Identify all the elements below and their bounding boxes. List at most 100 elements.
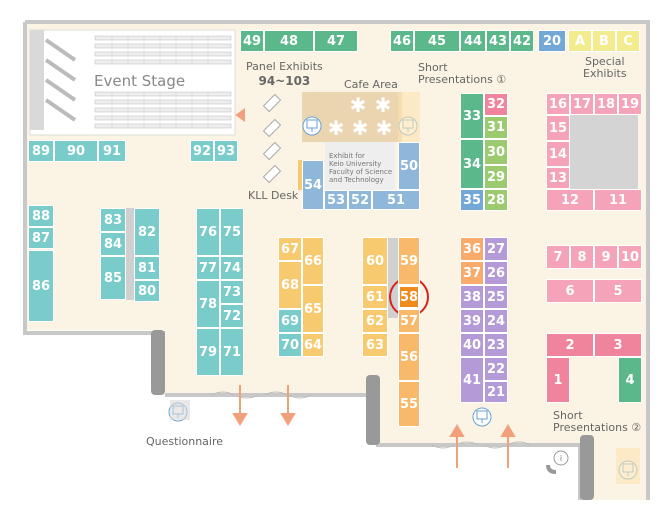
booth-B[interactable]: B (592, 30, 616, 52)
booth-33[interactable]: 33 (460, 93, 484, 139)
booth-13[interactable]: 13 (546, 167, 570, 189)
booth-54[interactable]: 54 (302, 160, 324, 210)
booth-15[interactable]: 15 (546, 115, 570, 141)
booth-82[interactable]: 82 (134, 208, 160, 256)
booth-31[interactable]: 31 (484, 116, 508, 139)
booth-20[interactable]: 20 (538, 30, 566, 52)
booth-88[interactable]: 88 (28, 205, 54, 227)
booth-48[interactable]: 48 (264, 30, 314, 52)
booth-70[interactable]: 70 (278, 333, 302, 357)
booth-71[interactable]: 71 (220, 328, 244, 376)
booth-5[interactable]: 5 (594, 279, 642, 303)
booth-9[interactable]: 9 (594, 245, 618, 269)
booth-89[interactable]: 89 (28, 140, 54, 162)
booth-7[interactable]: 7 (546, 245, 570, 269)
booth-35[interactable]: 35 (460, 189, 484, 211)
booth-51[interactable]: 51 (372, 190, 420, 210)
booth-75[interactable]: 75 (220, 208, 244, 256)
booth-42[interactable]: 42 (510, 30, 534, 52)
booth-41[interactable]: 41 (460, 357, 484, 403)
panel-exhibits-line1: Panel Exhibits (246, 60, 323, 73)
booth-92[interactable]: 92 (190, 140, 214, 162)
booth-83[interactable]: 83 (100, 208, 126, 232)
booth-58[interactable]: 58 (398, 285, 420, 309)
booth-28[interactable]: 28 (484, 189, 508, 211)
booth-25[interactable]: 25 (484, 285, 508, 309)
booth-26[interactable]: 26 (484, 261, 508, 285)
booth-55[interactable]: 55 (398, 381, 420, 427)
booth-16[interactable]: 16 (546, 93, 570, 115)
booth-38[interactable]: 38 (460, 285, 484, 309)
booth-79[interactable]: 79 (196, 328, 220, 376)
booth-14[interactable]: 14 (546, 141, 570, 167)
booth-22[interactable]: 22 (484, 357, 508, 381)
booth-49[interactable]: 49 (240, 30, 264, 52)
booth-C[interactable]: C (616, 30, 640, 52)
booth-44[interactable]: 44 (460, 30, 486, 52)
booth-32[interactable]: 32 (484, 93, 508, 116)
special-exhibits-label: Special Exhibits (583, 56, 627, 80)
booth-4[interactable]: 4 (618, 357, 642, 403)
booth-86[interactable]: 86 (28, 250, 54, 322)
booth-84[interactable]: 84 (100, 232, 126, 256)
booth-17[interactable]: 17 (570, 93, 594, 115)
booth-24[interactable]: 24 (484, 309, 508, 333)
booth-18[interactable]: 18 (594, 93, 618, 115)
booth-93[interactable]: 93 (214, 140, 238, 162)
booth-50[interactable]: 50 (398, 142, 420, 190)
booth-52[interactable]: 52 (348, 190, 372, 210)
booth-73[interactable]: 73 (220, 280, 244, 304)
booth-91[interactable]: 91 (98, 140, 126, 162)
booth-45[interactable]: 45 (414, 30, 460, 52)
booth-23[interactable]: 23 (484, 333, 508, 357)
booth-69[interactable]: 69 (278, 309, 302, 333)
booth-39[interactable]: 39 (460, 309, 484, 333)
booth-62[interactable]: 62 (362, 309, 388, 333)
booth-34[interactable]: 34 (460, 139, 484, 189)
booth-65[interactable]: 65 (302, 285, 324, 333)
booth-78[interactable]: 78 (196, 280, 220, 328)
booth-A[interactable]: A (568, 30, 592, 52)
booth-46[interactable]: 46 (390, 30, 414, 52)
booth-30[interactable]: 30 (484, 139, 508, 165)
booth-29[interactable]: 29 (484, 165, 508, 189)
booth-81[interactable]: 81 (134, 256, 160, 280)
booth-64[interactable]: 64 (302, 333, 324, 357)
booth-74[interactable]: 74 (220, 256, 244, 280)
booth-43[interactable]: 43 (486, 30, 510, 52)
booth-3[interactable]: 3 (594, 333, 642, 357)
booth-66[interactable]: 66 (302, 237, 324, 285)
booth-77[interactable]: 77 (196, 256, 220, 280)
booth-11[interactable]: 11 (594, 189, 642, 211)
booth-85[interactable]: 85 (100, 256, 126, 300)
booth-57[interactable]: 57 (398, 309, 420, 333)
booth-36[interactable]: 36 (460, 237, 484, 261)
booth-53[interactable]: 53 (324, 190, 348, 210)
booth-67[interactable]: 67 (278, 237, 302, 261)
booth-47[interactable]: 47 (314, 30, 358, 52)
booth-21[interactable]: 21 (484, 381, 508, 403)
booth-59[interactable]: 59 (398, 237, 420, 285)
booth-80[interactable]: 80 (134, 280, 160, 302)
booth-87[interactable]: 87 (28, 227, 54, 249)
booth-27[interactable]: 27 (484, 237, 508, 261)
booth-6[interactable]: 6 (546, 279, 594, 303)
booth-90[interactable]: 90 (54, 140, 98, 162)
booth-1[interactable]: 1 (546, 357, 570, 403)
booth-37[interactable]: 37 (460, 261, 484, 285)
booth-2[interactable]: 2 (546, 333, 594, 357)
booth-63[interactable]: 63 (362, 333, 388, 357)
booth-12[interactable]: 12 (546, 189, 594, 211)
booth-56[interactable]: 56 (398, 333, 420, 381)
booth-8[interactable]: 8 (570, 245, 594, 269)
panel-exhibits-label: Panel Exhibits 94~103 (246, 60, 323, 88)
short-presentations-1-label: Short Presentations ① (418, 62, 506, 86)
booth-40[interactable]: 40 (460, 333, 484, 357)
booth-72[interactable]: 72 (220, 304, 244, 328)
booth-60[interactable]: 60 (362, 237, 388, 285)
booth-61[interactable]: 61 (362, 285, 388, 309)
booth-76[interactable]: 76 (196, 208, 220, 256)
booth-68[interactable]: 68 (278, 261, 302, 309)
booth-19[interactable]: 19 (618, 93, 642, 115)
booth-10[interactable]: 10 (618, 245, 642, 269)
